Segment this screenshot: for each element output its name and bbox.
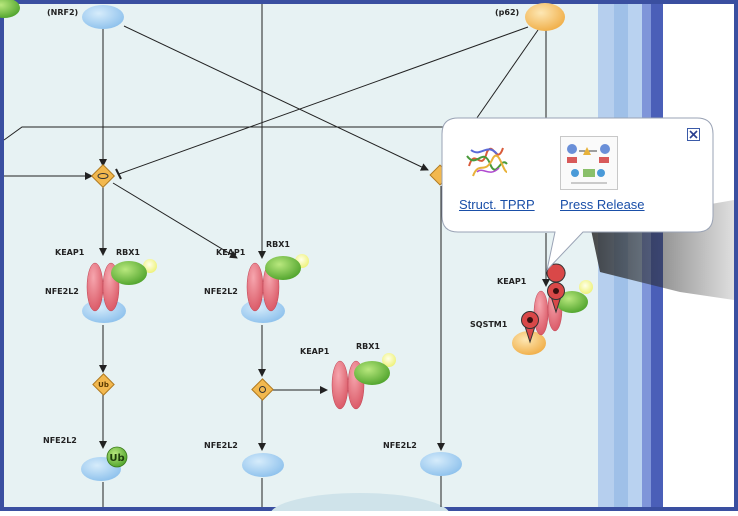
protein-structure-thumbnail[interactable] <box>463 136 509 182</box>
nfe2l2-label-bottom-3: NFE2L2 <box>383 441 417 450</box>
press-release-link[interactable]: Press Release <box>560 197 645 212</box>
press-figure-icon <box>567 144 610 184</box>
keap1-label-left: KEAP1 <box>55 248 85 257</box>
partial-node-top-left <box>0 0 20 18</box>
nfe2l2-node-bottom-2[interactable] <box>242 453 284 477</box>
nucleus-edge <box>270 493 450 516</box>
rbx1-label-middle: RBX1 <box>266 240 290 249</box>
degradation-diamond[interactable] <box>251 378 274 401</box>
p62-label: (p62) <box>495 8 519 17</box>
ub-tag-label: Ub <box>109 453 124 464</box>
keap1-label-right: KEAP1 <box>497 277 527 286</box>
nfe2l2-label-left: NFE2L2 <box>45 287 79 296</box>
ubiquitination-diamond[interactable]: Ub <box>92 373 115 396</box>
keap1-label-middle: KEAP1 <box>216 248 246 257</box>
press-release-thumbnail[interactable] <box>560 136 618 190</box>
pathway-edges <box>3 4 591 507</box>
info-popup: Struct. TPRP Press Release <box>441 118 713 232</box>
keap1-complex-left[interactable] <box>82 259 157 323</box>
ub-diamond-label: Ub <box>98 381 109 389</box>
protein-structure-icon <box>466 147 508 177</box>
keap1-rbx1-complex[interactable] <box>331 353 396 410</box>
nfe2l2-label-bottom-1: NFE2L2 <box>43 436 77 445</box>
close-icon <box>689 130 698 139</box>
map-pin-icon[interactable] <box>521 311 539 344</box>
ubiquitin-tag[interactable]: Ub <box>106 446 128 468</box>
rbx1-label-left: RBX1 <box>116 248 140 257</box>
rbx1-label-free: RBX1 <box>356 342 380 351</box>
struct-tprp-link[interactable]: Struct. TPRP <box>459 197 535 212</box>
map-pin-icon[interactable] <box>546 263 566 314</box>
nfe2l2-label-middle: NFE2L2 <box>204 287 238 296</box>
keap1-complex-middle[interactable] <box>241 254 309 323</box>
close-button[interactable] <box>687 128 700 141</box>
nfe2l2-node-bottom-3[interactable] <box>420 452 462 476</box>
info-popup-balloon <box>441 117 714 272</box>
keap1-label-free: KEAP1 <box>300 347 330 356</box>
nfe2l2-label-bottom-2: NFE2L2 <box>204 441 238 450</box>
process-diamond-1[interactable] <box>90 163 116 189</box>
nrf2-label: (NRF2) <box>47 8 78 17</box>
sqstm1-label: SQSTM1 <box>470 320 508 329</box>
nrf2-node[interactable] <box>82 5 124 29</box>
p62-node[interactable] <box>525 3 565 31</box>
